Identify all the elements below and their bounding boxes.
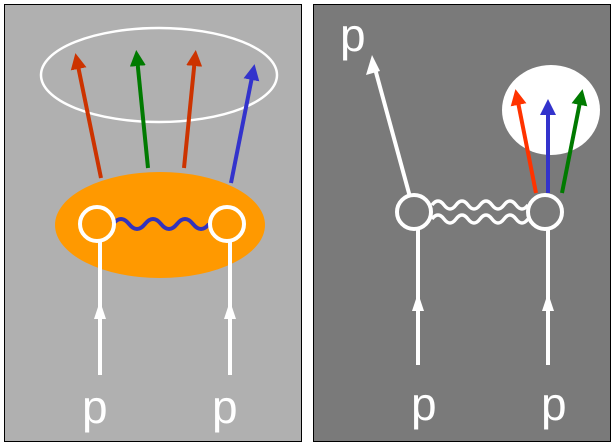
left-vertex bbox=[395, 193, 433, 231]
final-state-ellipse bbox=[39, 26, 279, 124]
right-panel: p p p bbox=[313, 4, 611, 442]
scattered-proton-arrowhead bbox=[366, 55, 380, 75]
exchange-wavy-line-top bbox=[430, 199, 530, 211]
right-proton-arrowhead bbox=[542, 293, 554, 311]
green-parton-arrow bbox=[560, 89, 588, 194]
left-vertex bbox=[78, 205, 116, 243]
final-state-blob bbox=[502, 65, 600, 155]
right-diagram: p p p bbox=[314, 5, 610, 441]
scattered-proton-line bbox=[372, 64, 412, 198]
right-proton-label-1: p bbox=[411, 378, 437, 430]
left-proton-arrowhead bbox=[94, 301, 106, 319]
exchange-wavy-line bbox=[111, 217, 211, 231]
left-proton-label-2: p bbox=[212, 381, 238, 433]
right-vertex bbox=[208, 205, 246, 243]
red-parton-arrow-2 bbox=[182, 50, 203, 169]
right-proton-arrowhead bbox=[224, 301, 236, 319]
left-diagram: p p bbox=[5, 5, 301, 441]
exchange-wavy-line-bottom bbox=[430, 213, 530, 225]
red-parton-arrow-1 bbox=[70, 53, 103, 179]
left-proton-arrowhead bbox=[412, 293, 424, 311]
right-proton-label-2: p bbox=[541, 378, 567, 430]
blue-parton-arrow bbox=[229, 64, 260, 184]
left-panel: p p bbox=[4, 4, 302, 442]
red-parton-arrow bbox=[510, 89, 538, 194]
right-vertex bbox=[526, 193, 564, 231]
green-parton-arrow bbox=[129, 50, 150, 169]
left-proton-label-1: p bbox=[82, 381, 108, 433]
scattered-proton-label: p bbox=[340, 9, 366, 61]
